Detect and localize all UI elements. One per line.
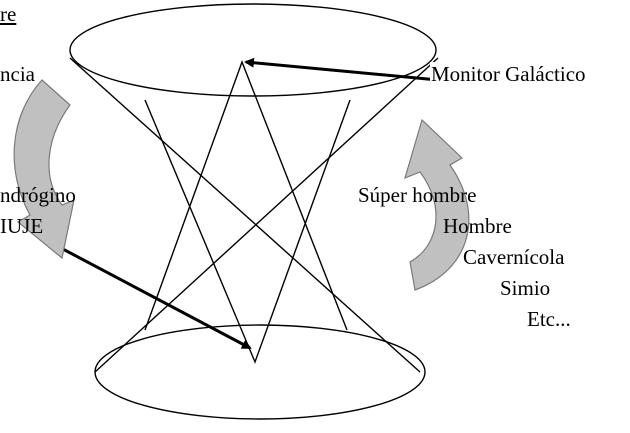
- inner-triangle-down: [144, 99, 351, 364]
- curved-arrow-down-icon: [13, 79, 75, 260]
- cone-line-right: [94, 57, 439, 373]
- label-top-left-fragment: re: [0, 2, 17, 26]
- label-androgyne: ndrógino: [0, 183, 76, 207]
- label-caveman: Cavernícola: [463, 245, 565, 269]
- cone-line-left: [69, 57, 421, 373]
- label-etc: Etc...: [527, 307, 571, 331]
- inner-triangle-up: [144, 60, 348, 331]
- label-galactic-monitor: Monitor Galáctico: [430, 62, 587, 86]
- bottom-ellipse: [94, 324, 426, 420]
- arrow-woman-to-bottom: [41, 236, 252, 350]
- label-ape: Simio: [500, 276, 551, 300]
- label-left-fragment: ncia: [0, 62, 35, 86]
- arrow-monitor-to-top: [244, 57, 439, 82]
- curved-arrow-up-icon: [404, 118, 470, 291]
- label-woman: IUJE: [0, 214, 44, 238]
- label-superman: Súper hombre: [358, 183, 477, 207]
- top-ellipse: [69, 3, 437, 97]
- label-man: Hombre: [443, 214, 512, 238]
